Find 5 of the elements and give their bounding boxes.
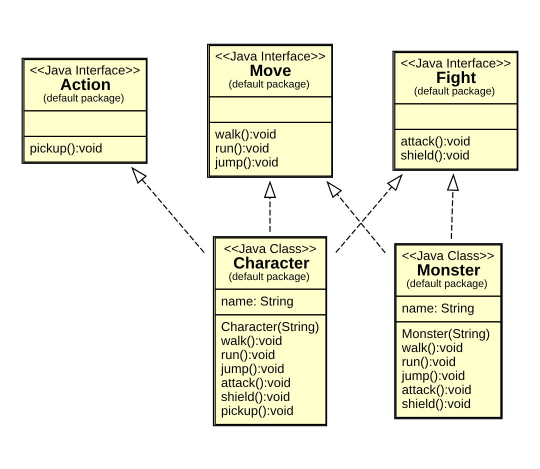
arrow — [446, 172, 460, 238]
arrow — [326, 180, 386, 253]
arrow — [264, 180, 276, 232]
arrow — [335, 173, 403, 252]
arrow — [131, 166, 205, 252]
